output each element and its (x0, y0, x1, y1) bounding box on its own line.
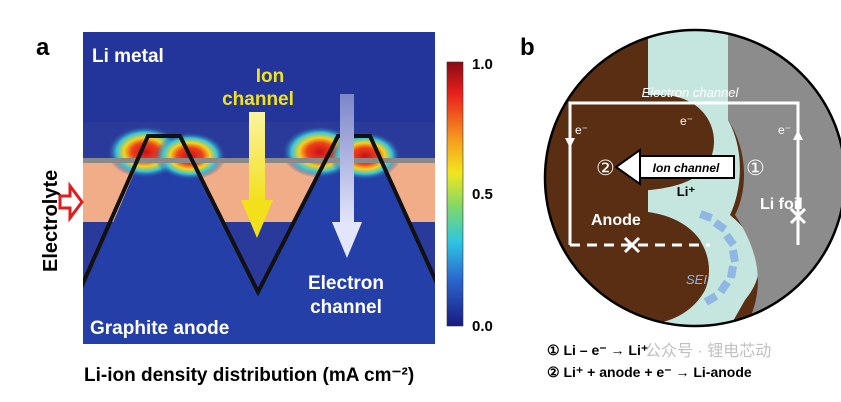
electron-channel-label-1: Electron (308, 273, 384, 294)
li-foil-label: Li foil (760, 196, 803, 213)
step-1-marker: ① (746, 157, 765, 180)
colorbar-tick-mid: 0.5 (472, 186, 493, 203)
electrolyte-label: Electrolyte (40, 170, 62, 272)
cell-outline (543, 28, 841, 328)
arrow-up-right (793, 130, 803, 140)
step-2-marker: ② (596, 157, 615, 180)
density-map: Li metal Graphite anode Ion channel Elec… (83, 32, 435, 344)
equation-2: ② Li⁺ + anode + e⁻ → Li-anode (547, 364, 752, 380)
watermark: 公众号 · 锂电芯动 (645, 342, 771, 360)
cross-left (623, 236, 641, 254)
e-right: e⁻ (778, 123, 791, 137)
ion-channel-label-b: Ion channel (653, 161, 720, 175)
sei-layer (698, 210, 739, 306)
electron-channel-label-2: channel (310, 297, 382, 318)
hotspot (329, 132, 401, 180)
panel-a-label: a (36, 34, 50, 61)
li-metal-region (83, 32, 435, 122)
arrow-down-left (565, 138, 575, 148)
e-left: e⁻ (575, 123, 588, 137)
equation-1: ① Li – e⁻ → Li⁺ (547, 342, 648, 358)
panel-b-label: b (520, 34, 535, 61)
electron-channel-label: Electron channel (642, 85, 740, 100)
sei-label: SEI (686, 272, 707, 287)
dashed-circuit (568, 103, 800, 247)
electron-channel-arrow (332, 94, 362, 258)
colorbar (446, 61, 464, 327)
ion-channel-arrow-b (614, 148, 735, 186)
anode-label: Anode (591, 212, 641, 229)
ion-channel-arrow (241, 112, 273, 238)
ion-channel-label-1: Ion (256, 66, 285, 87)
electrolyte-arrow (58, 181, 84, 223)
li-metal-label: Li metal (92, 46, 164, 67)
li-plus-label: Li⁺ (677, 184, 696, 199)
colorbar-tick-max: 1.0 (472, 56, 493, 73)
anode-outline (83, 134, 435, 297)
e-mid: e⁻ (680, 114, 693, 128)
panel-b: b (520, 28, 841, 380)
graphite-anode-label: Graphite anode (90, 318, 229, 339)
colorbar-tick-min: 0.0 (472, 318, 493, 335)
cross-right (789, 207, 807, 225)
panel-a: a Li (36, 32, 493, 386)
panel-a-caption: Li-ion density distribution (mA cm⁻²) (84, 365, 414, 386)
ion-channel-label-2: channel (222, 89, 294, 110)
